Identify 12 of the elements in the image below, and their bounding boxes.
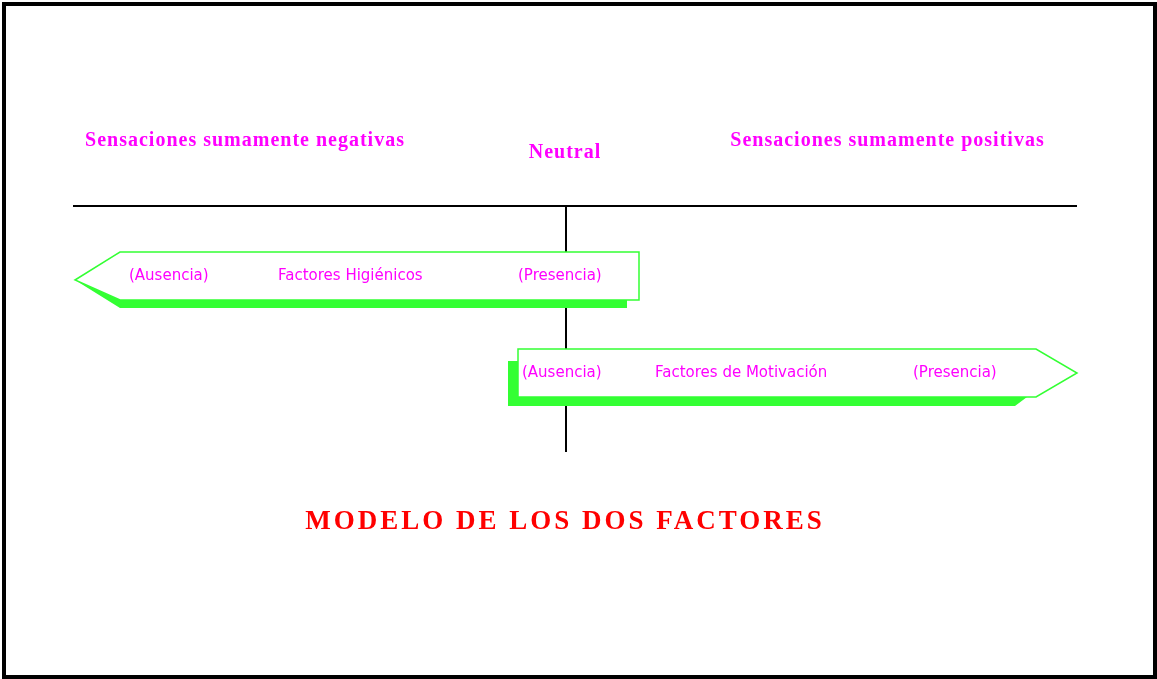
state-label: (Ausencia) bbox=[522, 363, 602, 381]
arrow-band bbox=[73, 251, 641, 311]
diagram-caption: MODELO DE LOS DOS FACTORES bbox=[304, 505, 826, 536]
scale-label: Neutral bbox=[527, 140, 603, 163]
factor-name: Factores de Motivación bbox=[655, 363, 828, 381]
scale-label: Sensaciones sumamente negativas bbox=[84, 128, 406, 151]
scale-label: Sensaciones sumamente positivas bbox=[729, 128, 1046, 151]
factor-name: Factores Higiénicos bbox=[278, 266, 423, 284]
arrow-band bbox=[507, 348, 1079, 408]
state-label: (Ausencia) bbox=[129, 266, 209, 284]
state-label: (Presencia) bbox=[518, 266, 602, 284]
state-label: (Presencia) bbox=[913, 363, 997, 381]
